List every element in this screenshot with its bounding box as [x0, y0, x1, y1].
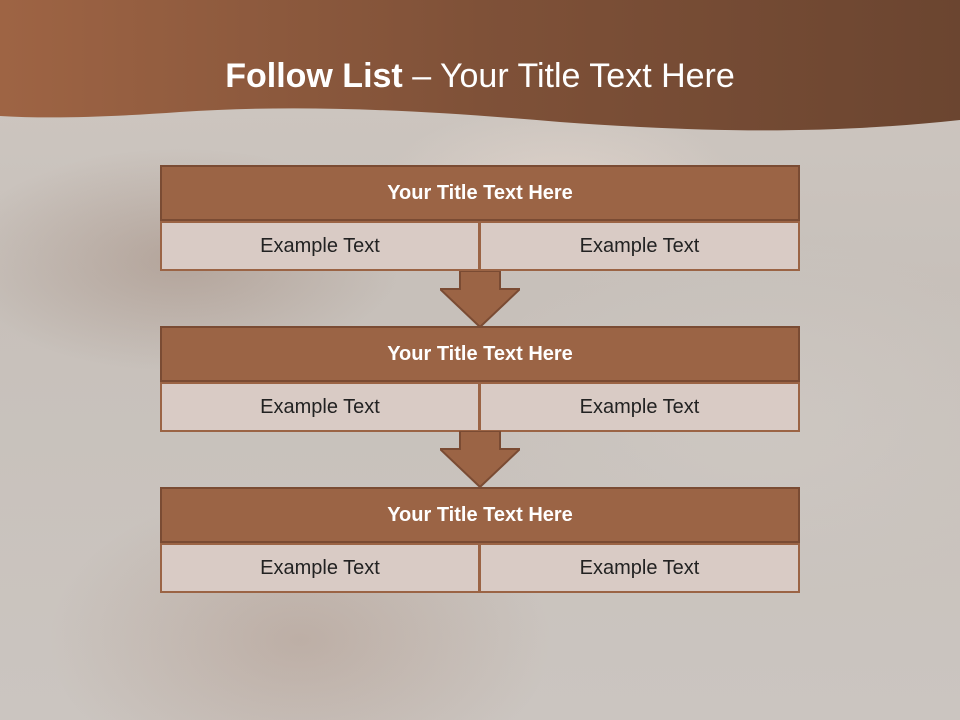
step-cell-right: Example Text [480, 382, 800, 432]
step-title: Your Title Text Here [160, 487, 800, 543]
slide-title-bold: Follow List [225, 57, 403, 95]
slide-title-rest: – Your Title Text Here [402, 57, 735, 95]
step-cell-right: Example Text [480, 221, 800, 271]
down-arrow-icon [440, 431, 520, 489]
step-title: Your Title Text Here [160, 326, 800, 382]
header-band [0, 0, 960, 131]
step-cell-left: Example Text [160, 221, 480, 271]
step-cell-left: Example Text [160, 543, 480, 593]
step-cell-left: Example Text [160, 382, 480, 432]
slide-title: Follow List – Your Title Text Here [0, 56, 960, 96]
step-title: Your Title Text Here [160, 165, 800, 221]
down-arrow-icon [440, 271, 520, 329]
step-cell-right: Example Text [480, 543, 800, 593]
